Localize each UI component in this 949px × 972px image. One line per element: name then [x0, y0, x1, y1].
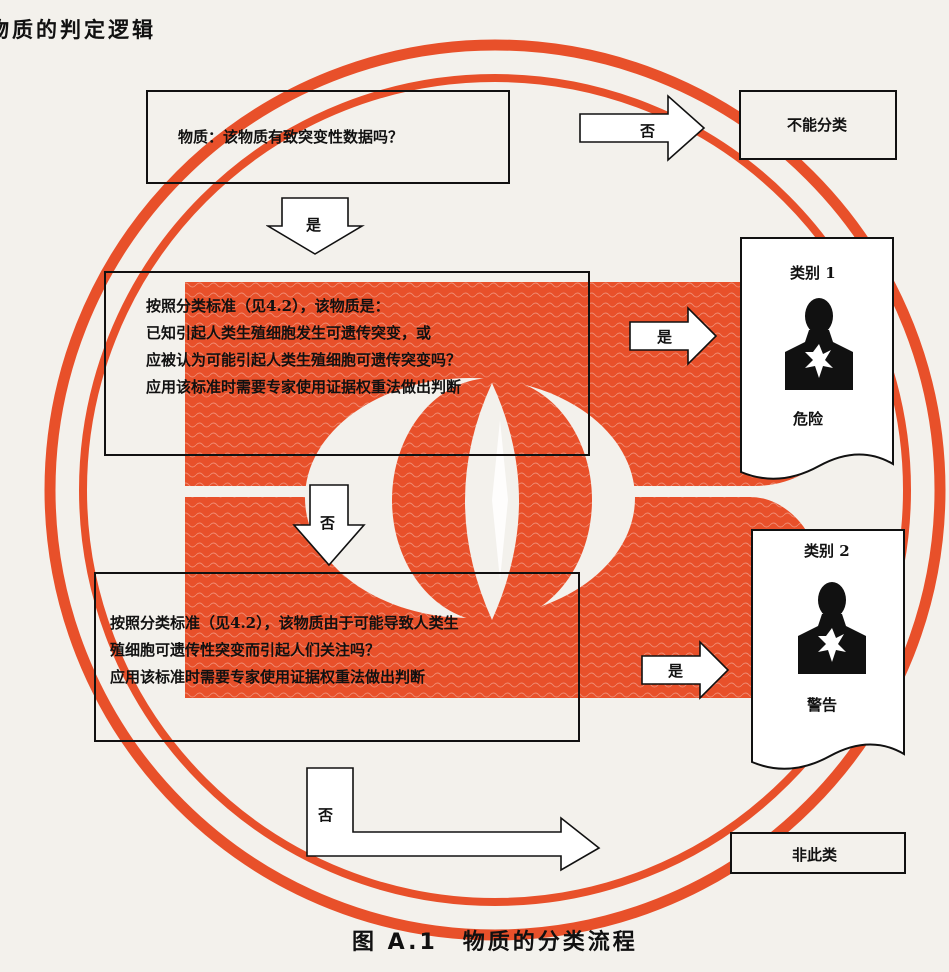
- question-2-line-2: 已知引起人类生殖细胞发生可遗传突变，或: [146, 324, 432, 342]
- question-box-1: 物质：该物质有致突变性数据吗？: [146, 90, 510, 184]
- category-2-title: 类别 2: [804, 542, 850, 560]
- category-1-signal: 危险: [793, 410, 824, 428]
- arrow-yes-right-2: [629, 306, 718, 366]
- question-2-line-4: 应用该标准时需要专家使用证据权重法做出判断: [146, 378, 462, 396]
- arrow-yes-right-3: [641, 640, 730, 700]
- arrow-yes-label-3: 是: [668, 662, 684, 680]
- arrow-yes-down-1: [266, 197, 365, 255]
- arrow-no-elbow: [306, 767, 601, 872]
- category-2-signal: 警告: [807, 696, 838, 714]
- arrow-no-label-2: 否: [320, 514, 336, 532]
- category-1-title: 类别 1: [790, 264, 836, 282]
- arrow-yes-label-1: 是: [306, 216, 322, 234]
- question-box-2: 按照分类标准（见4.2），该物质是： 已知引起人类生殖细胞发生可遗传突变，或 应…: [104, 271, 590, 456]
- arrow-no-label-1: 否: [640, 122, 656, 140]
- outcome-not-classified: 非此类: [730, 832, 906, 874]
- figure-caption: 图 A.1 物质的分类流程: [352, 930, 638, 955]
- question-2-line-1: 按照分类标准（见4.2），该物质是：: [146, 297, 390, 315]
- arrow-no-label-3: 否: [318, 806, 334, 824]
- health-hazard-icon: [798, 582, 866, 674]
- arrow-yes-label-2: 是: [657, 328, 673, 346]
- arrow-no-down-2: [292, 484, 366, 567]
- health-hazard-icon: [785, 298, 853, 390]
- watermark-ring-inner: [79, 74, 911, 906]
- outcome-not-classified-label: 非此类: [792, 846, 838, 864]
- watermark-spark: [492, 420, 508, 580]
- outcome-cannot-classify: 不能分类: [739, 90, 897, 160]
- question-3-line-2: 殖细胞可遗传性突变而引起人们关注吗？: [110, 641, 381, 659]
- question-3-line-1: 按照分类标准（见4.2），该物质由于可能导致人类生: [110, 614, 459, 632]
- question-1-text: 物质：该物质有致突变性数据吗？: [178, 128, 404, 146]
- outcome-cannot-classify-label: 不能分类: [787, 116, 848, 134]
- question-box-3: 按照分类标准（见4.2），该物质由于可能导致人类生 殖细胞可遗传性突变而引起人们…: [94, 572, 580, 742]
- question-3-line-3: 应用该标准时需要专家使用证据权重法做出判断: [110, 668, 426, 686]
- watermark-pupil: [465, 383, 519, 620]
- question-2-line-3: 应被认为可能引起人类生殖细胞可遗传突变吗？: [146, 351, 462, 369]
- page-heading: 物质的判定逻辑: [0, 18, 156, 42]
- arrow-no-right-1: [579, 94, 706, 162]
- watermark-ring-outer: [44, 39, 946, 941]
